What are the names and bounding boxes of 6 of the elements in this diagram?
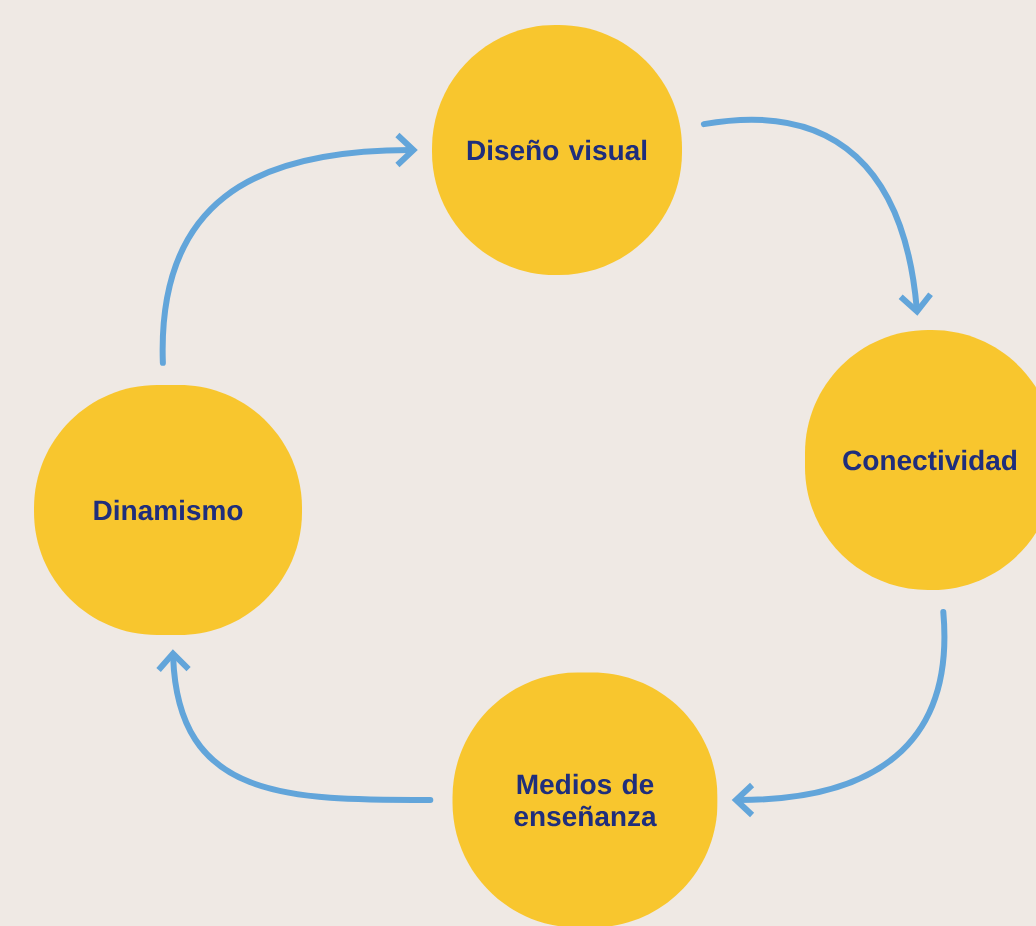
arrow (159, 132, 418, 366)
circle-node: Dinamismo (34, 385, 302, 635)
arrow (156, 649, 434, 803)
arrow (700, 117, 933, 316)
arrow (731, 609, 948, 818)
circle-node: Diseño visual (432, 25, 682, 275)
